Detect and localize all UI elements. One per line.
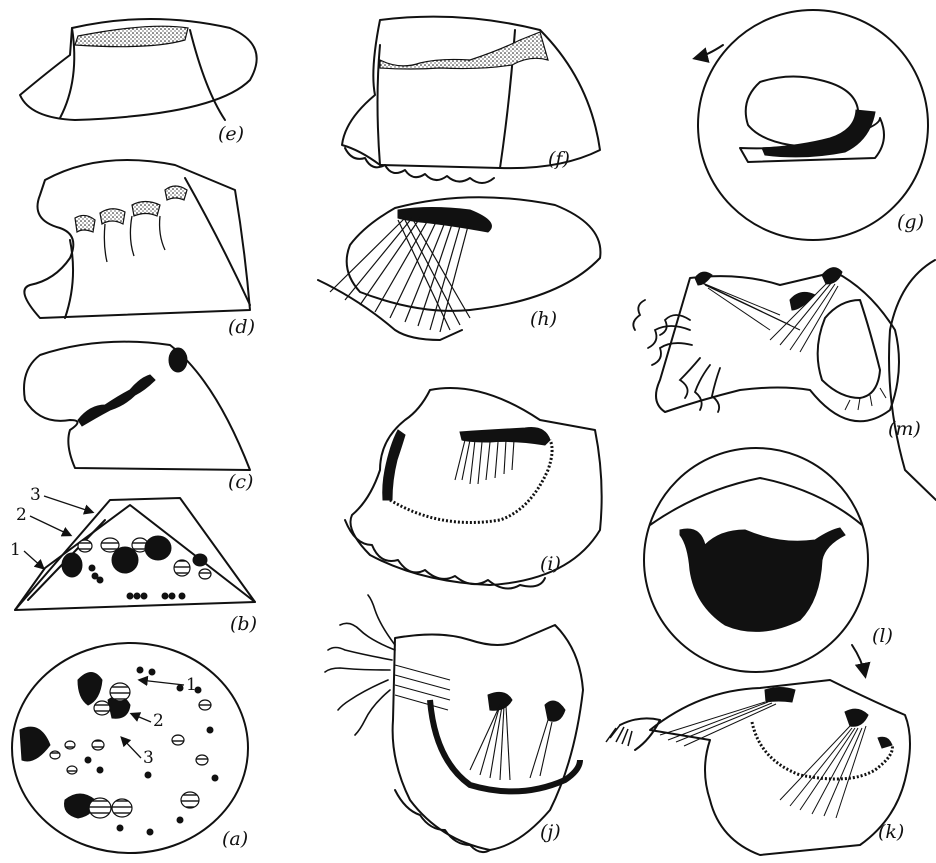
panel-c: (c) xyxy=(24,342,253,493)
callout-a-2: 2 xyxy=(153,711,164,731)
panel-e: (e) xyxy=(20,19,257,145)
label-j: (j) xyxy=(540,821,561,843)
label-l: (l) xyxy=(872,625,893,647)
label-f: (f) xyxy=(548,148,570,170)
label-b: (b) xyxy=(230,613,257,635)
panel-k: (k) xyxy=(606,680,910,855)
panel-f: (f) xyxy=(342,17,600,183)
panel-d: (d) xyxy=(24,160,255,338)
label-e: (e) xyxy=(218,123,244,145)
panel-j: (j) xyxy=(325,595,583,852)
label-a: (a) xyxy=(222,828,248,850)
callout-b-2: 2 xyxy=(16,505,27,525)
panel-m: (m) xyxy=(633,260,936,500)
label-d: (d) xyxy=(228,316,255,338)
label-k: (k) xyxy=(878,821,904,843)
callout-b-3: 3 xyxy=(30,485,41,505)
callout-a-1: 1 xyxy=(186,675,197,695)
panel-i: (i) xyxy=(345,388,602,589)
callout-a-3: 3 xyxy=(143,748,154,768)
panel-h: (h) xyxy=(318,197,600,340)
label-c: (c) xyxy=(228,471,253,493)
panel-l: (l) xyxy=(644,448,893,675)
label-g: (g) xyxy=(897,211,924,233)
label-m: (m) xyxy=(888,418,921,440)
callout-b-1: 1 xyxy=(10,540,21,560)
label-h: (h) xyxy=(530,308,557,330)
panel-b: 1 2 3 (b) xyxy=(10,485,257,635)
panel-g: (g) xyxy=(696,10,928,240)
label-i: (i) xyxy=(540,553,561,575)
panel-a: 1 2 3 (a) xyxy=(12,643,248,853)
